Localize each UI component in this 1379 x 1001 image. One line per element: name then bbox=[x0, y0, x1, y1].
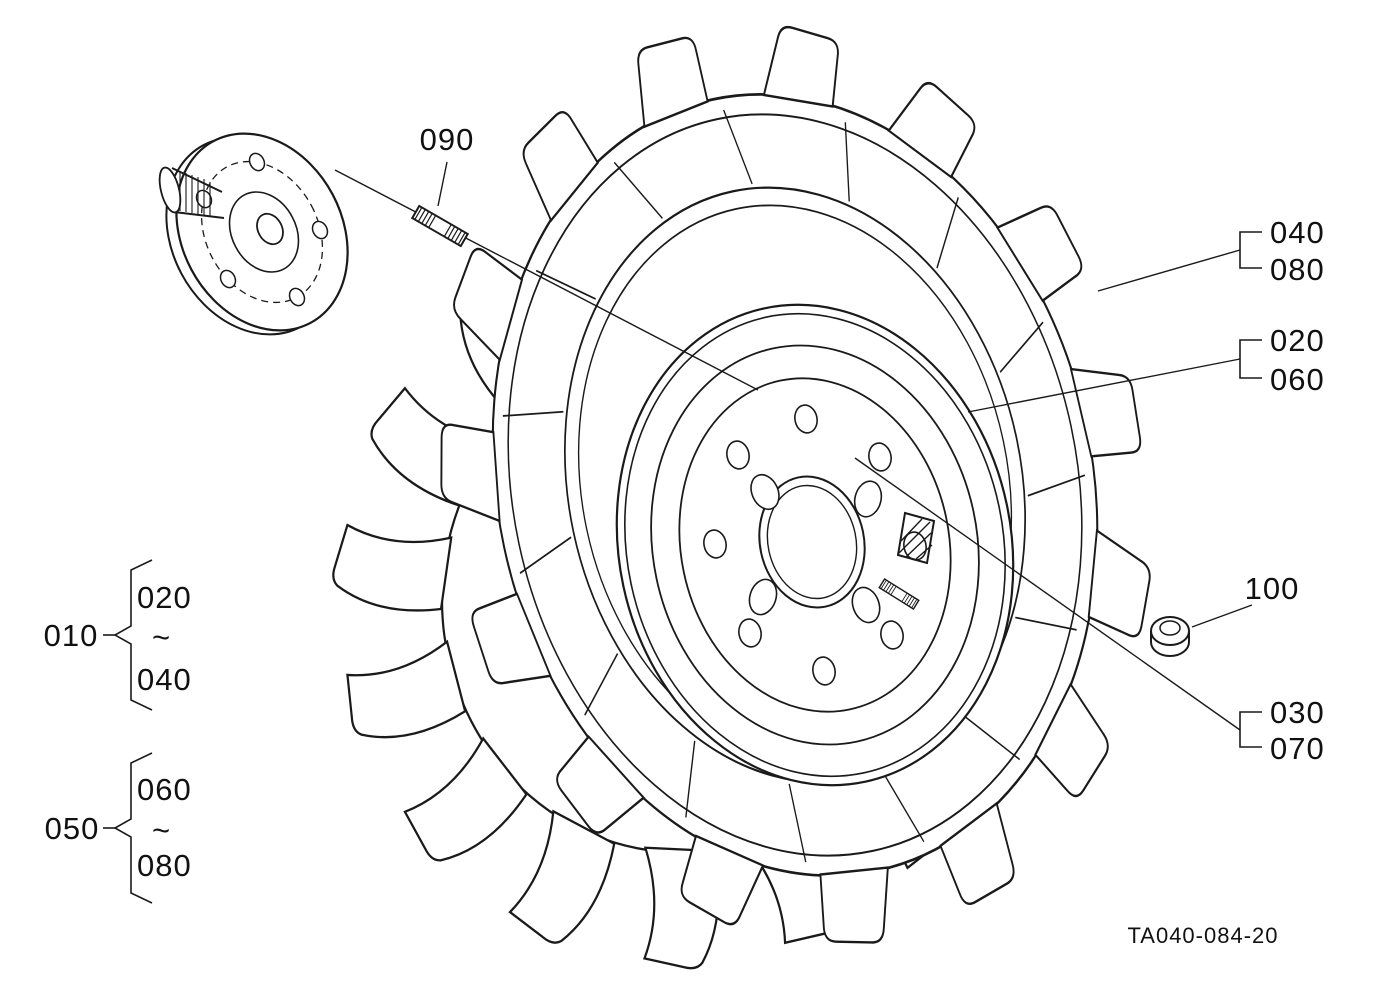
leader-040-080 bbox=[1097, 249, 1241, 292]
bracket-020-060 bbox=[1239, 339, 1262, 379]
hub-flange-drawing bbox=[158, 132, 349, 336]
rim-bolt-hole bbox=[868, 442, 892, 472]
hub-bore-outer bbox=[758, 475, 866, 609]
assembly-axis-line bbox=[334, 169, 759, 391]
tire-lug bbox=[762, 21, 840, 111]
drawing-number: TA040-084-20 bbox=[1127, 923, 1278, 948]
flange-bolt-hole bbox=[311, 220, 329, 240]
rim-well-line bbox=[650, 344, 980, 746]
splined-shaft-drawing bbox=[158, 166, 225, 219]
rim-bolt-hole bbox=[738, 618, 762, 648]
tire-tread-base-line bbox=[507, 113, 1083, 857]
rim-hand-hole bbox=[853, 480, 883, 518]
wheel-rim-drawing bbox=[615, 303, 1015, 787]
hub-stud-drawing bbox=[411, 204, 469, 248]
rear-tire-lug bbox=[339, 639, 469, 748]
flange-nut-drawing bbox=[1150, 616, 1190, 657]
bracket-040-080 bbox=[1239, 231, 1262, 269]
tire-lug bbox=[815, 866, 899, 948]
callout-group1-tilde: ~ bbox=[152, 620, 171, 655]
rim-bolt-hole bbox=[794, 404, 818, 434]
callout-050: 050 bbox=[45, 811, 100, 846]
flange-bolt-hole bbox=[288, 287, 306, 307]
leader-030-070 bbox=[854, 457, 1241, 731]
callout-090: 090 bbox=[420, 122, 475, 157]
callout-group2-tilde: ~ bbox=[152, 813, 171, 848]
callout-100: 100 bbox=[1245, 571, 1300, 606]
flange-bolt-hole bbox=[219, 269, 237, 289]
callout-group2-to: 080 bbox=[137, 848, 192, 883]
flange-center-hole bbox=[256, 212, 284, 246]
bracket-030-070 bbox=[1239, 711, 1262, 748]
rim-bolt-hole bbox=[726, 440, 750, 470]
callout-040: 040 bbox=[1270, 215, 1325, 250]
callout-020: 020 bbox=[1270, 323, 1325, 358]
hub-bore-inner bbox=[766, 484, 858, 600]
rim-section-hatch bbox=[896, 511, 936, 565]
rim-hand-hole bbox=[750, 473, 780, 511]
callout-010: 010 bbox=[44, 618, 99, 653]
flange-bolt-hole bbox=[248, 152, 266, 172]
callout-group1-from: 020 bbox=[137, 580, 192, 615]
tire-lug bbox=[437, 422, 501, 523]
callout-group2-from: 060 bbox=[137, 772, 192, 807]
rim-flange-inner-line bbox=[624, 312, 1006, 778]
rim-disc-edge bbox=[678, 377, 952, 713]
rim-bolt-hole bbox=[703, 529, 727, 559]
callout-070: 070 bbox=[1270, 731, 1325, 766]
leader-090 bbox=[437, 161, 448, 207]
leader-020-060 bbox=[967, 358, 1241, 413]
leader-100 bbox=[1191, 604, 1253, 628]
tire-lug bbox=[1085, 529, 1155, 641]
callout-080: 080 bbox=[1270, 252, 1325, 287]
callout-060: 060 bbox=[1270, 362, 1325, 397]
flange-pilot bbox=[228, 191, 300, 273]
rim-bolt-hole bbox=[880, 620, 904, 650]
rim-hand-hole bbox=[851, 586, 881, 624]
rim-hand-hole bbox=[748, 578, 778, 616]
callout-group1-to: 040 bbox=[137, 662, 192, 697]
callout-030: 030 bbox=[1270, 695, 1325, 730]
rim-bolt-hole bbox=[812, 656, 836, 686]
rear-tire-lug bbox=[327, 512, 457, 621]
